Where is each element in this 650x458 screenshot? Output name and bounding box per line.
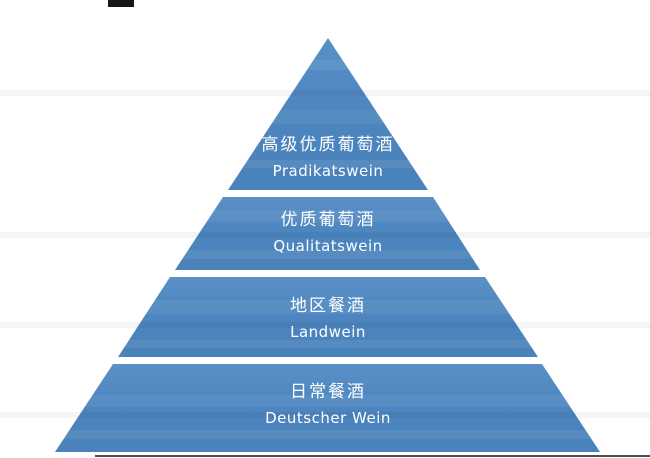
pyramid-tier-4-shape bbox=[55, 364, 600, 452]
bottom-edge-line bbox=[95, 455, 650, 457]
pyramid-tier-2-shape bbox=[175, 197, 480, 270]
top-edge-artifact bbox=[108, 0, 134, 7]
pyramid-tier-3-shape bbox=[118, 277, 538, 357]
pyramid-texture bbox=[0, 60, 650, 439]
pyramid-tier-1-shape bbox=[228, 38, 428, 190]
